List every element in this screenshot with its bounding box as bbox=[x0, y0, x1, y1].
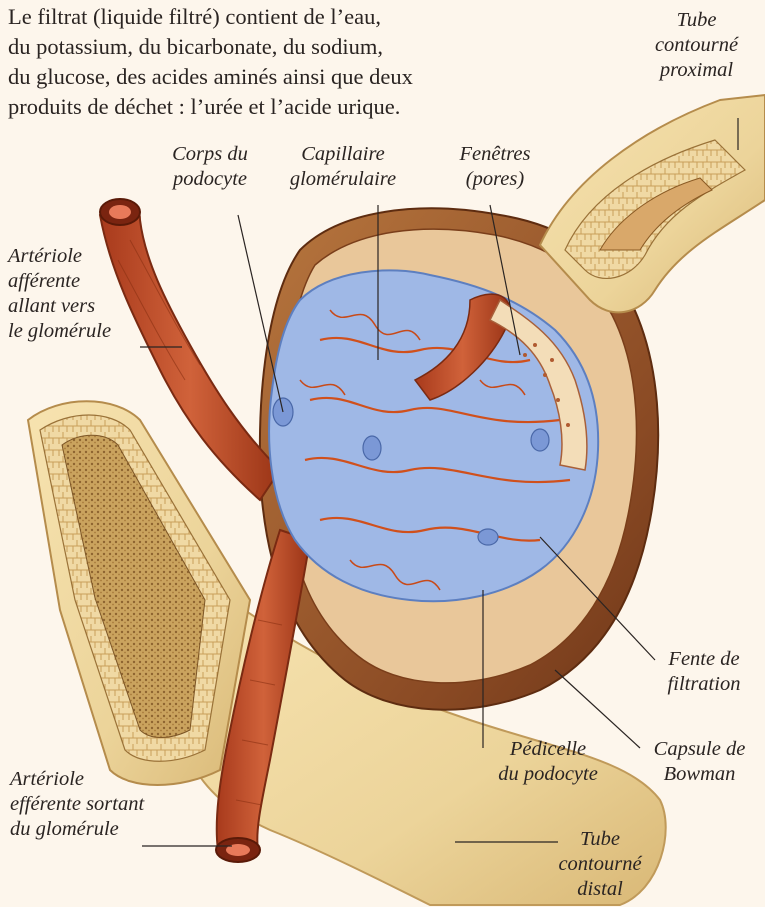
label-line: Capsule de bbox=[637, 737, 762, 762]
label-line: efférente sortant bbox=[10, 792, 200, 817]
label-tube-contourne-distal: Tube contourné distal bbox=[545, 827, 655, 902]
label-line: allant vers bbox=[8, 294, 158, 319]
label-line: du glomérule bbox=[10, 817, 200, 842]
label-line: Artériole bbox=[8, 244, 158, 269]
label-line: Capillaire bbox=[273, 142, 413, 167]
intro-line: du potassium, du bicarbonate, du sodium, bbox=[8, 32, 538, 62]
label-line: du podocyte bbox=[483, 762, 613, 787]
intro-paragraph: Le filtrat (liquide filtré) contient de … bbox=[8, 2, 538, 122]
label-capsule-de-bowman: Capsule de Bowman bbox=[637, 737, 762, 787]
proximal-tubule-shape bbox=[540, 95, 765, 312]
label-line: afférente bbox=[8, 269, 158, 294]
label-capillaire-glomerulaire: Capillaire glomérulaire bbox=[273, 142, 413, 192]
label-line: glomérulaire bbox=[273, 167, 413, 192]
label-arteriole-efferente: Artériole efférente sortant du glomérule bbox=[10, 767, 200, 842]
label-line: Fenêtres bbox=[435, 142, 555, 167]
label-line: contourné bbox=[634, 33, 759, 58]
intro-line: du glucose, des acides aminés ainsi que … bbox=[8, 62, 538, 92]
label-pedicelle-du-podocyte: Pédicelle du podocyte bbox=[483, 737, 613, 787]
label-line: Corps du bbox=[145, 142, 275, 167]
label-line: Pédicelle bbox=[483, 737, 613, 762]
label-line: proximal bbox=[634, 58, 759, 83]
label-line: Tube bbox=[545, 827, 655, 852]
label-line: le glomérule bbox=[8, 319, 158, 344]
label-line: contourné bbox=[545, 852, 655, 877]
intro-line: Le filtrat (liquide filtré) contient de … bbox=[8, 2, 538, 32]
label-line: distal bbox=[545, 877, 655, 902]
intro-line: produits de déchet : l’urée et l’acide u… bbox=[8, 92, 538, 122]
label-line: Fente de bbox=[650, 647, 758, 672]
label-line: Bowman bbox=[637, 762, 762, 787]
label-line: Artériole bbox=[10, 767, 200, 792]
label-line: podocyte bbox=[145, 167, 275, 192]
label-arteriole-afferente: Artériole afférente allant vers le glomé… bbox=[8, 244, 158, 344]
label-fente-de-filtration: Fente de filtration bbox=[650, 647, 758, 697]
label-line: filtration bbox=[650, 672, 758, 697]
label-line: Tube bbox=[634, 8, 759, 33]
label-line: (pores) bbox=[435, 167, 555, 192]
label-tube-contourne-proximal: Tube contourné proximal bbox=[634, 8, 759, 83]
tubule-segment-left bbox=[28, 401, 250, 785]
label-corps-du-podocyte: Corps du podocyte bbox=[145, 142, 275, 192]
label-fenetres-pores: Fenêtres (pores) bbox=[435, 142, 555, 192]
